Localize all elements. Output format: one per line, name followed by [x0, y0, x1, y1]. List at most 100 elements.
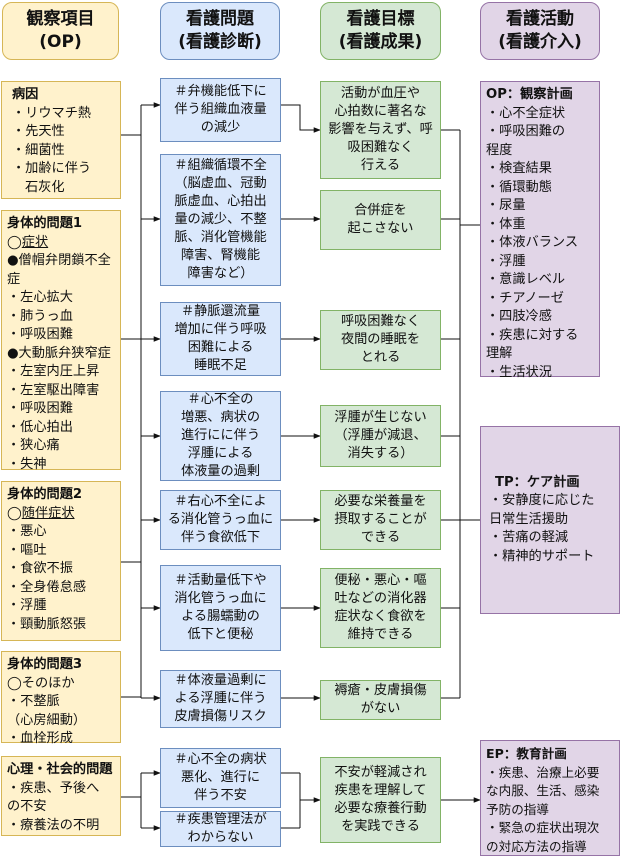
activity-op-line: ・循環動態: [486, 179, 552, 195]
op-physical-1-line: ・左室内圧上昇: [7, 364, 100, 379]
activity-ep-title: EP：教育計画: [486, 746, 567, 761]
op-physical-3-title: 身体的問題3: [7, 657, 83, 672]
op-physical-3-line: ・不整脈: [7, 694, 60, 709]
activity-op-line: ・チアノーゼ: [486, 290, 564, 306]
op-physical-2-line: ・嘔吐: [7, 542, 47, 558]
op-physical-1-line: ・低心拍出: [7, 419, 73, 435]
op-physical-2: 身体的問題2 ◯随伴症状 ・悪心 ・嘔吐 ・食欲不振 ・全身倦怠感 ・浮腫 ・頸…: [1, 481, 121, 641]
op-physical-2-line: ・全身倦怠感: [7, 579, 87, 595]
problem-7: ＃体液量過剰に よる浮腫に伴う 皮膚損傷リスク: [160, 670, 281, 728]
activity-op-line: ・疾患に対する: [486, 327, 579, 343]
activity-op-title: OP：観察計画: [486, 87, 573, 102]
circle-bullet-icon: ◯: [7, 675, 22, 691]
op-physical-1-symptom: ◯症状: [7, 234, 115, 253]
problem-8: ＃心不全の病状 悪化、進行に 伴う不安: [160, 748, 281, 808]
activity-tp-title: TP：ケア計画: [495, 474, 580, 490]
op-physical-1-line: ・狭心痛: [7, 438, 60, 453]
goal-5: 必要な栄養量を 摂取することが できる: [320, 490, 441, 550]
activity-ep-line: 予防の指導: [486, 801, 549, 817]
op-physical-2-line: ・食欲不振: [7, 561, 73, 576]
op-physical-2-line: ・頸動脈怒張: [7, 616, 87, 632]
header-goal: 看護目標 (看護成果): [320, 2, 441, 60]
op-physical-1-line: ・左室駆出障害: [7, 382, 100, 398]
activity-ep-line: の対応方法の指導: [486, 838, 587, 854]
activity-ep-line: な内服、生活、感染: [486, 783, 600, 798]
activity-op-line: ・検査結果: [486, 161, 552, 176]
op-physical-1-line: ・呼吸困難: [7, 401, 73, 416]
op-physical-3-symptom-label: そのほか: [21, 675, 75, 691]
activity-op-line: ・体重: [486, 216, 526, 232]
op-physical-2-title: 身体的問題2: [7, 487, 83, 502]
activity-op-line: ・心不全症状: [486, 105, 566, 121]
op-cause-item: ・先天性: [12, 124, 65, 139]
activity-op-line: ・浮腫: [486, 253, 526, 269]
goal-1: 活動が血圧や 心拍数に著名な 影響を与えず、呼 吸困難なく 行える: [320, 81, 441, 179]
op-physical-3-line: （心房細動）: [7, 712, 87, 728]
activity-tp-line: ・安静度に応じた: [489, 493, 595, 509]
problem-9: ＃疾患管理法が わからない: [160, 811, 281, 847]
op-cause-item: ・細菌性: [12, 142, 65, 158]
op-physical-3-symptom: ◯そのほか: [7, 675, 115, 694]
circle-bullet-icon: ◯: [7, 505, 22, 521]
op-physical-2-symptom-label: 随伴症状: [21, 505, 75, 521]
activity-ep-line: ・緊急の症状出現次: [486, 820, 600, 835]
activity-op-plan: OP：観察計画 ・心不全症状 ・呼吸困難の 程度 ・検査結果 ・循環動態 ・尿量…: [480, 81, 600, 380]
op-physical-1: 身体的問題1 ◯症状 ●僧帽弁閉鎖不全 症 ・左心拡大 ・肺うっ血 ・呼吸困難 …: [1, 210, 121, 472]
op-psycho-social-line: ・疾患、予後へ: [7, 780, 100, 796]
op-psycho-social: 心理・社会的問題 ・疾患、予後へ の不安 ・療養法の不明: [1, 756, 121, 836]
op-physical-2-line: ・浮腫: [7, 598, 47, 613]
goal-7: 褥瘡・皮膚損傷 がない: [320, 680, 441, 720]
op-psycho-social-line: ・療養法の不明: [7, 817, 100, 833]
activity-tp-line: ・精神的サポート: [489, 548, 595, 564]
op-cause: 病因 ・リウマチ熱 ・先天性 ・細菌性 ・加齢に伴う 石灰化: [1, 81, 121, 199]
activity-tp-line: 日常生活援助: [489, 511, 569, 527]
op-physical-2-line: ・悪心: [7, 524, 47, 539]
goal-4: 浮腫が生じない （浮腫が減退、 消失する）: [320, 405, 441, 467]
problem-4: ＃心不全の 増悪、病状の 進行にに伴う 浮腫による 体液量の過剰: [160, 391, 281, 481]
problem-3: ＃静脈還流量 増加に伴う呼吸 困難による 睡眠不足: [160, 302, 281, 376]
goal-8: 不安が軽減され 疾患を理解して 必要な療養行動 を実践できる: [320, 757, 441, 843]
op-physical-1-line: 症: [7, 271, 21, 287]
activity-op-line: ・体液バランス: [486, 235, 579, 250]
op-physical-3-line: ・血栓形成: [7, 731, 73, 746]
activity-tp-plan: TP：ケア計画 ・安静度に応じた 日常生活援助 ・苦痛の軽減 ・精神的サポート: [480, 426, 620, 614]
activity-ep-plan: EP：教育計画 ・疾患、治療上必要 な内服、生活、感染 予防の指導 ・緊急の症状…: [480, 740, 620, 856]
circle-bullet-icon: ◯: [7, 234, 22, 250]
op-physical-1-line: ・呼吸困難: [7, 327, 73, 342]
problem-1: ＃弁機能低下に 伴う組織血液量 の減少: [160, 78, 281, 142]
op-physical-1-line: ・肺うっ血: [7, 308, 73, 324]
goal-3: 呼吸困難なく 夜間の睡眠を とれる: [320, 310, 441, 370]
activity-op-line: ・意識レベル: [486, 272, 566, 287]
activity-op-line: ・呼吸困難の: [486, 124, 566, 139]
problem-6: ＃活動量低下や 消化管うっ血に よる腸蠕動の 低下と便秘: [160, 565, 281, 651]
activity-op-line: ・生活状況: [486, 364, 552, 380]
op-physical-2-symptom: ◯随伴症状: [7, 505, 115, 524]
activity-ep-line: ・疾患、治療上必要: [486, 764, 600, 780]
op-cause-item: ・リウマチ熱: [12, 105, 92, 121]
op-cause-item: 石灰化: [25, 179, 65, 195]
op-cause-title: 病因: [12, 87, 39, 102]
header-problem: 看護問題 (看護診断): [160, 2, 280, 60]
activity-op-line: 程度: [486, 142, 513, 158]
op-psycho-social-line: の不安: [7, 799, 47, 814]
op-cause-item: ・加齢に伴う: [12, 161, 92, 176]
header-op: 観察項目 (OP): [2, 2, 119, 60]
op-psycho-social-title: 心理・社会的問題: [7, 762, 113, 777]
op-physical-1-line: ●大動脈弁狭窄症: [7, 345, 111, 361]
op-physical-3: 身体的問題3 ◯そのほか ・不整脈 （心房細動） ・血栓形成: [1, 651, 121, 746]
problem-2: ＃組織循環不全 （脳虚血、冠動 脈虚血、心拍出 量の減少、不整 脈、消化管機能 …: [160, 154, 281, 286]
header-activity: 看護活動 (看護介入): [480, 2, 600, 60]
op-physical-1-line: ・左心拡大: [7, 290, 73, 305]
goal-2: 合併症を 起こさない: [320, 190, 441, 250]
activity-tp-line: ・苦痛の軽減: [489, 530, 569, 546]
problem-5: ＃右心不全によ る消化管うっ血に 伴う食欲低下: [160, 490, 281, 550]
op-physical-1-line: ・失神: [7, 456, 47, 472]
activity-op-line: ・尿量: [486, 198, 526, 213]
activity-op-line: ・四肢冷感: [486, 309, 552, 324]
goal-6: 便秘・悪心・嘔 吐などの消化器 症状なく食欲を 維持できる: [320, 568, 441, 648]
op-physical-1-line: ●僧帽弁閉鎖不全: [7, 253, 111, 268]
op-physical-1-title: 身体的問題1: [7, 216, 83, 231]
op-physical-1-symptom-label: 症状: [21, 234, 49, 250]
activity-op-line: 理解: [486, 346, 513, 361]
